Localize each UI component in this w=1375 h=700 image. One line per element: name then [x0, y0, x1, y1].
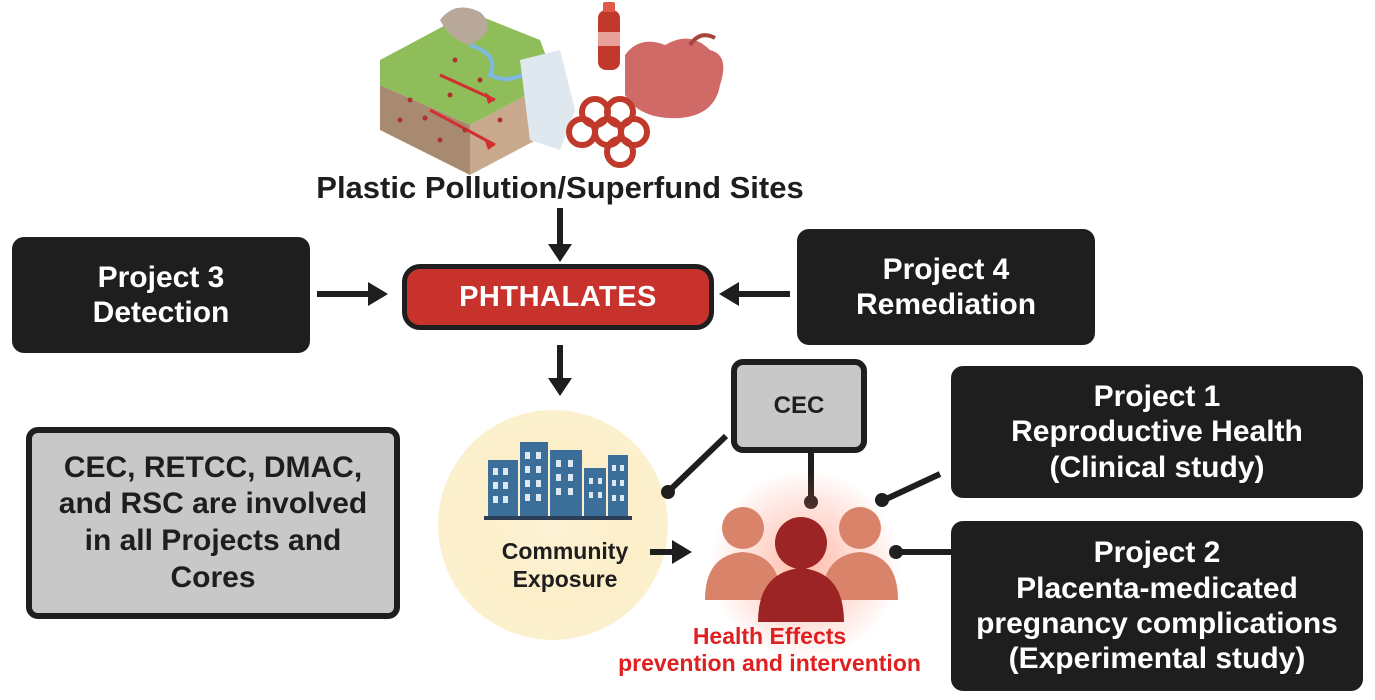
plastic-waste-illustration [566, 2, 724, 168]
health-label-line1: Health Effects [692, 623, 847, 649]
community-exposure-label: Community Exposure [490, 538, 640, 593]
project3-subtitle: Detection [92, 296, 230, 329]
connector-cec-to-community [661, 433, 729, 499]
cores-note-line1: CEC, RETCC, DMAC, [63, 450, 363, 484]
people-group-icon [705, 470, 900, 660]
arrow-project4-to-phthalates [719, 282, 790, 306]
arrow-community-to-health [650, 540, 692, 564]
phthalates-label: PHTHALATES [459, 280, 657, 313]
project2-title: Project 2 [1093, 536, 1221, 570]
cec-box: CEC [731, 359, 867, 453]
project1-box: Project 1 Reproductive Health (Clinical … [951, 366, 1363, 498]
project2-topic-line2: pregnancy complications [976, 607, 1338, 640]
community-label-line2: Exposure [512, 565, 618, 592]
project2-study-type: (Experimental study) [1008, 642, 1306, 676]
superfund-title: Plastic Pollution/Superfund Sites [316, 170, 804, 205]
community-label-line1: Community [501, 538, 629, 564]
cores-note-box: CEC, RETCC, DMAC, and RSC are involved i… [26, 427, 400, 619]
project2-topic-line1: Placenta-medicated [1016, 571, 1298, 605]
project2-box: Project 2 Placenta-medicated pregnancy c… [951, 521, 1363, 691]
project4-title: Project 4 [882, 252, 1010, 286]
project4-box: Project 4 Remediation [797, 229, 1095, 345]
project1-study-type: (Clinical study) [1049, 450, 1265, 484]
connector-project1-to-health [875, 471, 942, 507]
project4-subtitle: Remediation [855, 288, 1037, 321]
phthalates-node: PHTHALATES [402, 264, 714, 330]
cores-note-line2: and RSC are involved [58, 487, 368, 521]
superfund-site-illustration [380, 7, 575, 175]
project3-box: Project 3 Detection [12, 237, 310, 353]
project3-title: Project 3 [97, 260, 225, 294]
project1-title: Project 1 [1093, 379, 1221, 413]
cec-label: CEC [773, 392, 825, 419]
arrow-superfund-to-phthalates [548, 208, 572, 262]
project1-topic: Reproductive Health [1011, 415, 1303, 449]
cores-note-line3: in all Projects and [84, 524, 342, 557]
health-effects-label: Health Effects prevention and interventi… [592, 623, 947, 677]
city-buildings-icon [484, 442, 632, 520]
health-label-line2: prevention and intervention [618, 650, 921, 677]
arrow-phthalates-to-community [548, 345, 572, 396]
community-glow [438, 410, 668, 640]
cores-note-line4: Cores [170, 560, 256, 594]
arrow-project3-to-phthalates [317, 282, 388, 306]
